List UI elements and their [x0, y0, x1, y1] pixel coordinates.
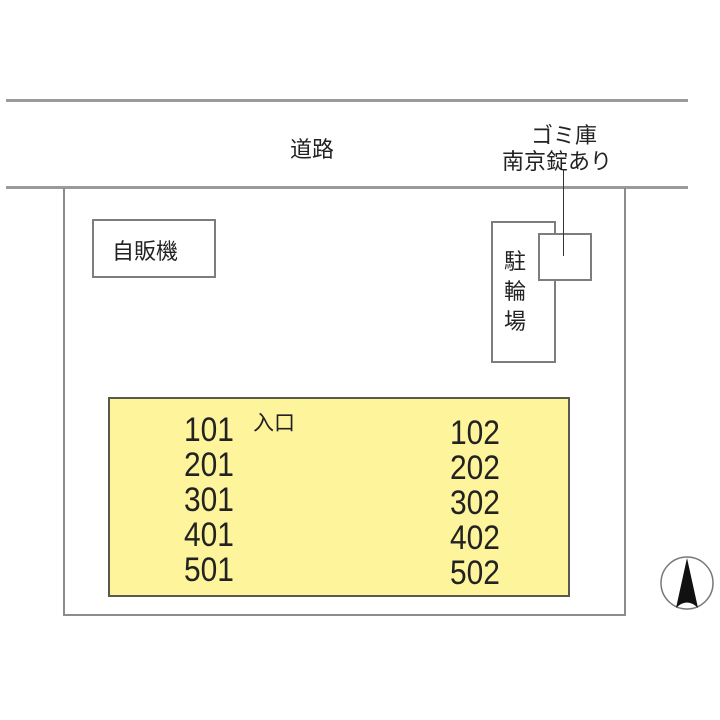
- unit-302: 302: [450, 484, 500, 522]
- vending-machine-box: 自販機: [92, 219, 216, 278]
- unit-201: 201: [184, 446, 234, 484]
- road-edge-bottom: [6, 186, 688, 189]
- apartment-building: 入口 101 201 301 401 501 102 202 302 402 5…: [108, 397, 570, 597]
- bicycle-parking-char-3: 場: [503, 310, 526, 335]
- unit-101: 101: [184, 411, 234, 449]
- garbage-lock-label: 南京錠あり: [502, 150, 613, 175]
- unit-401: 401: [184, 516, 234, 554]
- bicycle-parking-char-2: 輪: [503, 280, 526, 305]
- garbage-storage-box: [538, 233, 592, 281]
- entrance-label: 入口: [253, 411, 295, 435]
- unit-501: 501: [184, 551, 234, 589]
- property-lot: [63, 188, 626, 616]
- vending-machine-label: 自販機: [112, 240, 179, 265]
- unit-402: 402: [450, 519, 500, 557]
- garbage-storage-label: ゴミ庫: [531, 124, 598, 149]
- north-arrow-icon: [657, 553, 717, 613]
- unit-301: 301: [184, 481, 234, 519]
- garbage-leader-line: [563, 170, 564, 256]
- unit-102: 102: [450, 414, 500, 452]
- bicycle-parking-char-1: 駐: [503, 250, 526, 275]
- unit-202: 202: [450, 449, 500, 487]
- road-edge-top: [6, 99, 688, 102]
- unit-502: 502: [450, 554, 500, 592]
- road-label: 道路: [290, 138, 335, 163]
